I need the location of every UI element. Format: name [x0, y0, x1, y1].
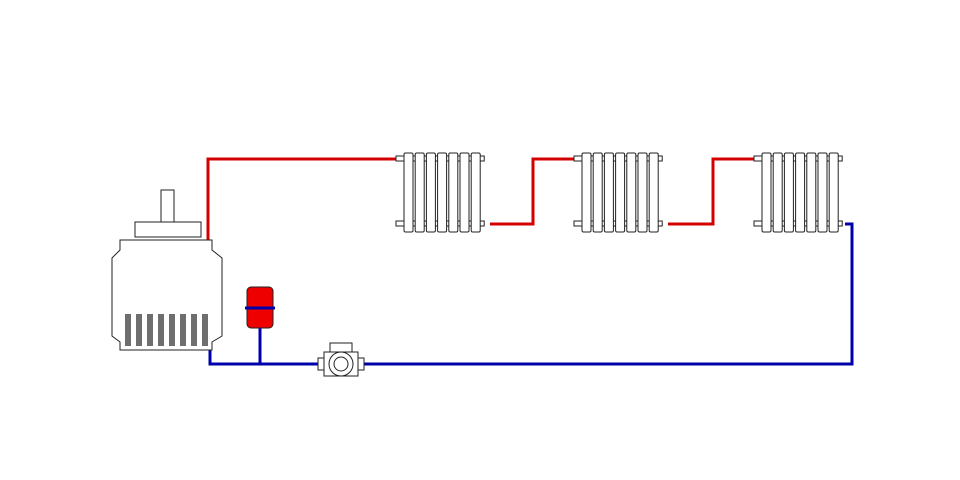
pump-rotor-inner [333, 356, 349, 372]
radiator-section [637, 152, 648, 233]
boiler-icon [111, 189, 223, 351]
boiler-vents [125, 314, 208, 346]
pump-flange-left [317, 357, 325, 371]
boiler-vent [191, 314, 197, 346]
radiator-section [828, 152, 839, 233]
radiator-section [459, 152, 470, 233]
supply-pipe-segment [490, 157, 580, 226]
circulation-pump-icon [317, 342, 365, 377]
boiler-top [134, 221, 202, 238]
radiator-icon [573, 152, 663, 233]
radiator-section [592, 152, 603, 233]
pump-flange-right [357, 357, 365, 371]
radiator-section [448, 152, 459, 233]
radiator-section [772, 152, 783, 233]
radiator-icon [753, 152, 843, 233]
radiator-section [761, 152, 772, 233]
supply-pipe [206, 157, 400, 240]
radiator-icon [395, 152, 485, 233]
radiator-section [783, 152, 794, 233]
radiator-section [603, 152, 614, 233]
radiator-section [648, 152, 659, 233]
radiators [395, 152, 843, 233]
radiator-section [626, 152, 637, 233]
radiator-section [470, 152, 481, 233]
radiator-section [817, 152, 828, 233]
radiator-section [403, 152, 414, 233]
boiler-flue [160, 189, 175, 223]
expansion-tank-icon [245, 286, 275, 329]
return-pipe [362, 222, 854, 366]
radiator-section [795, 152, 806, 233]
radiator-section [581, 152, 592, 233]
boiler-vent [202, 314, 208, 346]
supply-pipe-segment [668, 157, 760, 226]
radiator-section [437, 152, 448, 233]
boiler-vent [125, 314, 131, 346]
boiler-vent [158, 314, 164, 346]
boiler-vent [147, 314, 153, 346]
radiator-section [425, 152, 436, 233]
radiator-section [414, 152, 425, 233]
boiler-vent [169, 314, 175, 346]
radiator-section [806, 152, 817, 233]
pump-head [329, 342, 353, 353]
return-pipe-segment [208, 350, 320, 366]
boiler-vent [180, 314, 186, 346]
radiator-section [615, 152, 626, 233]
boiler-vent [136, 314, 142, 346]
